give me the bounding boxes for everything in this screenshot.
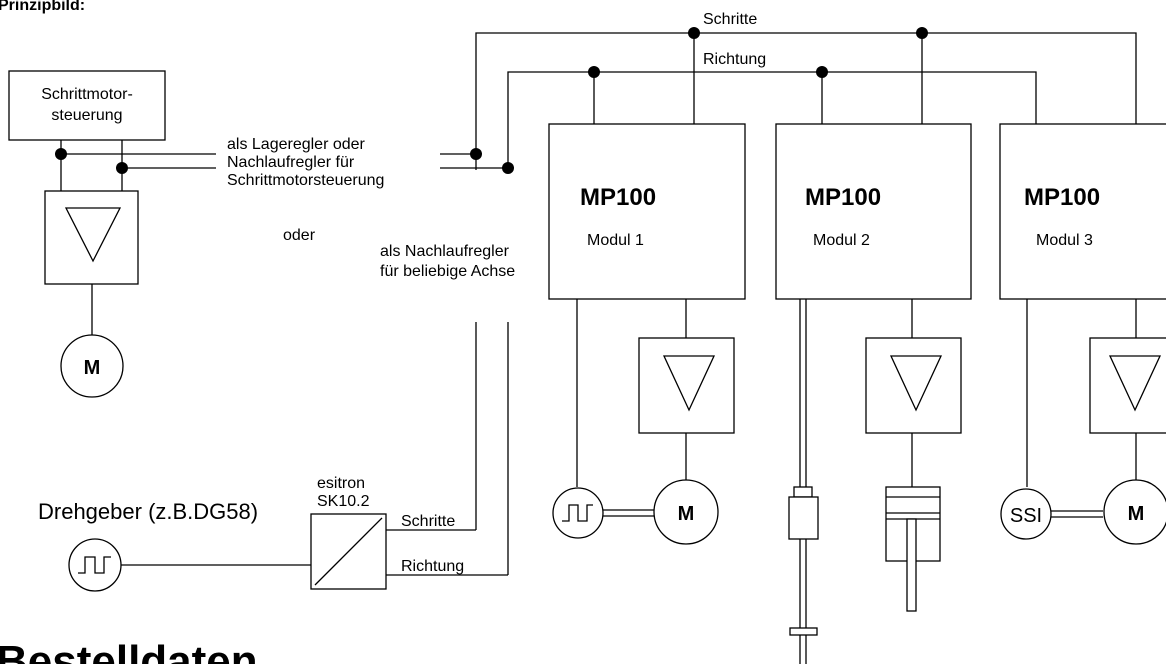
note-position-2: Nachlaufregler für bbox=[227, 154, 355, 171]
converter-out-richtung: Richtung bbox=[401, 558, 464, 575]
encoder-label: Drehgeber (z.B.DG58) bbox=[38, 499, 258, 524]
ssi-label: SSI bbox=[1010, 505, 1042, 527]
note-position-1: als Lageregler oder bbox=[227, 136, 366, 153]
converter-brand: esitron bbox=[317, 475, 365, 492]
left-motor: M bbox=[60, 334, 124, 398]
module-3-sub: Modul 3 bbox=[1036, 232, 1093, 249]
module-3: MP100 Modul 3 SSI M bbox=[999, 123, 1166, 545]
converter-model: SK10.2 bbox=[317, 493, 370, 510]
section-heading: Bestelldaten bbox=[0, 637, 258, 664]
converter-out-schritte: Schritte bbox=[401, 513, 455, 530]
encoder-icon bbox=[68, 538, 311, 592]
module-1: MP100 Modul 1 M bbox=[548, 123, 746, 545]
module-3-name: MP100 bbox=[1024, 184, 1100, 211]
bus-lines bbox=[475, 32, 1137, 575]
stepper-control-block: Schrittmotor- steuerung bbox=[8, 70, 166, 141]
module-2-sub: Modul 2 bbox=[813, 232, 870, 249]
bus-richtung-label: Richtung bbox=[703, 51, 766, 68]
left-wiring bbox=[55, 140, 508, 191]
converter-block: esitron SK10.2 Schritte Richtung bbox=[310, 475, 508, 590]
left-motor-label: M bbox=[84, 357, 101, 379]
note-position-3: Schrittmotorsteuerung bbox=[227, 172, 384, 189]
module-1-name: MP100 bbox=[580, 184, 656, 211]
left-amplifier-block bbox=[44, 190, 139, 336]
note-follower-1: als Nachlaufregler bbox=[380, 243, 510, 260]
diagram-title: Prinzipbild: bbox=[0, 0, 85, 14]
note-oder: oder bbox=[283, 227, 316, 244]
stepper-control-label-1: Schrittmotor- bbox=[41, 86, 133, 103]
bus-schritte-label: Schritte bbox=[703, 11, 757, 28]
module-3-motor-label: M bbox=[1128, 503, 1145, 525]
module-2-name: MP100 bbox=[805, 184, 881, 211]
stepper-control-label-2: steuerung bbox=[51, 107, 122, 124]
module-1-motor-label: M bbox=[678, 503, 695, 525]
note-follower-2: für beliebige Achse bbox=[380, 263, 515, 280]
module-1-sub: Modul 1 bbox=[587, 232, 644, 249]
module-2: MP100 Modul 2 bbox=[775, 123, 972, 664]
